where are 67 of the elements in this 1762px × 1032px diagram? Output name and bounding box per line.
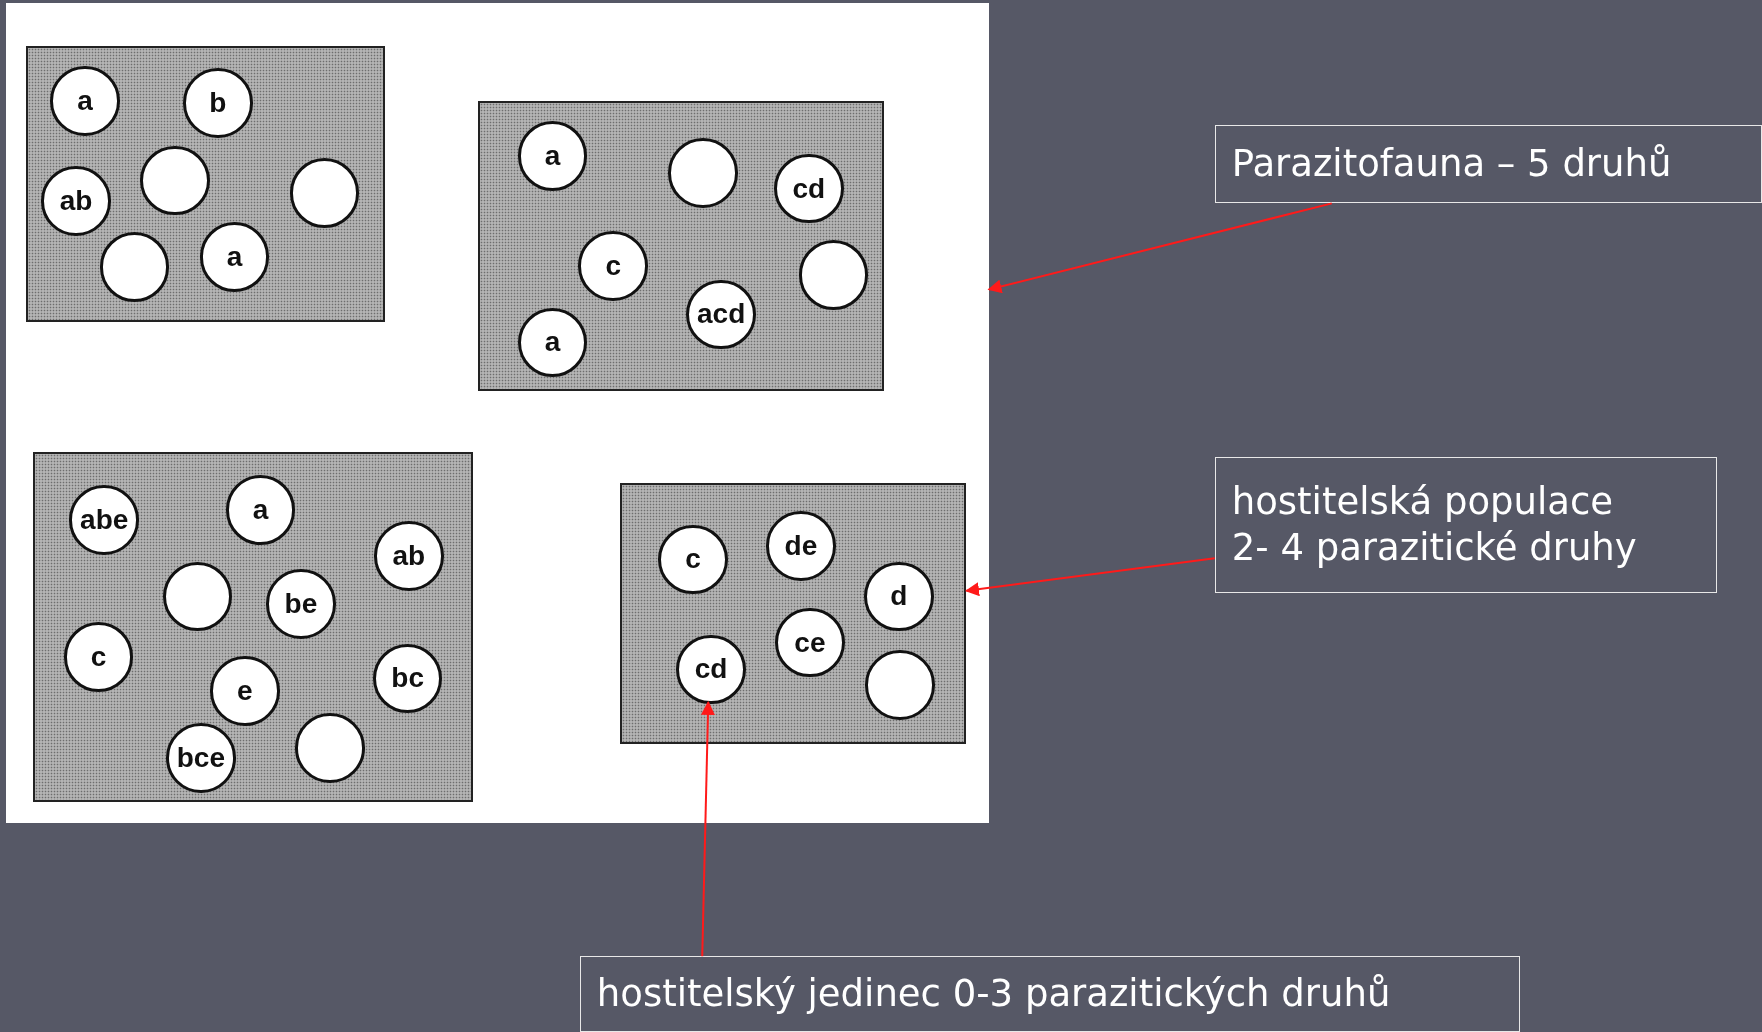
- host-circle: [517, 307, 588, 378]
- parasite-label: de: [784, 529, 818, 562]
- host-circle: [863, 561, 934, 632]
- parasite-label: ab: [392, 539, 426, 572]
- host-circle: [676, 634, 746, 705]
- callout-text: Parazitofauna – 5 druhů: [1231, 140, 1673, 187]
- host-circle: [209, 656, 280, 726]
- host-circle: [225, 475, 296, 545]
- arrow: [965, 557, 1216, 597]
- host-circle: [199, 222, 270, 292]
- host-circle: [775, 607, 845, 678]
- host-circle: [182, 68, 253, 138]
- parasite-label: a: [77, 84, 93, 117]
- parasite-label: e: [236, 674, 253, 707]
- host-circle: [289, 158, 360, 228]
- host-circle: [372, 643, 443, 714]
- parasite-label: c: [685, 543, 701, 576]
- host-circle: [773, 153, 844, 224]
- parasite-label: a: [544, 326, 561, 359]
- arrow: [700, 700, 715, 958]
- parasite-label: a: [252, 493, 269, 526]
- host-circle: [162, 561, 233, 632]
- host-circle: [63, 622, 134, 692]
- host-circle: [99, 232, 170, 302]
- parasite-label: bce: [176, 742, 225, 775]
- parasite-label: abe: [80, 504, 129, 536]
- host-circle: [658, 524, 728, 595]
- callout-box: [579, 956, 1521, 1032]
- host-circle: [140, 145, 210, 216]
- figure-panel: [5, 3, 989, 823]
- host-circle: [766, 511, 836, 581]
- host-circle: [266, 569, 336, 640]
- parasite-label: cd: [694, 653, 728, 686]
- host-population-box: [25, 46, 386, 323]
- host-circle: [295, 713, 365, 783]
- host-circle: [865, 650, 935, 721]
- host-population-box: [477, 101, 885, 391]
- host-circle: [41, 166, 111, 236]
- callout-text: 2- 4 parazitické druhy: [1231, 525, 1638, 572]
- parasite-label: bc: [391, 662, 424, 695]
- parasite-label: d: [890, 580, 908, 613]
- parasite-label: c: [605, 250, 622, 283]
- parasite-label: a: [544, 139, 561, 172]
- parasite-label: c: [90, 641, 107, 674]
- parasite-label: cd: [792, 172, 826, 205]
- parasite-label: ce: [794, 626, 826, 659]
- callout-text: hostitelská populace: [1231, 479, 1615, 526]
- callout-box: [1214, 124, 1762, 204]
- callout-box: [1214, 457, 1718, 594]
- host-circle: [517, 121, 588, 191]
- host-circle: [69, 485, 140, 555]
- host-population-box: [32, 451, 474, 803]
- host-circle: [578, 231, 649, 301]
- host-circle: [668, 137, 738, 208]
- callout-text: hostitelský jedinec 0-3 parazitických druhů: [596, 970, 1392, 1017]
- host-circle: [50, 66, 120, 136]
- parasite-label: a: [226, 241, 243, 274]
- parasite-label: b: [209, 87, 227, 120]
- host-circle: [373, 521, 444, 591]
- parasite-label: be: [284, 588, 318, 621]
- parasite-label: acd: [697, 298, 746, 331]
- host-circle: [686, 279, 756, 350]
- host-circle: [798, 240, 869, 310]
- arrow: [987, 202, 1333, 294]
- host-population-box: [620, 483, 967, 744]
- host-circle: [166, 723, 236, 794]
- parasite-label: ab: [59, 184, 93, 217]
